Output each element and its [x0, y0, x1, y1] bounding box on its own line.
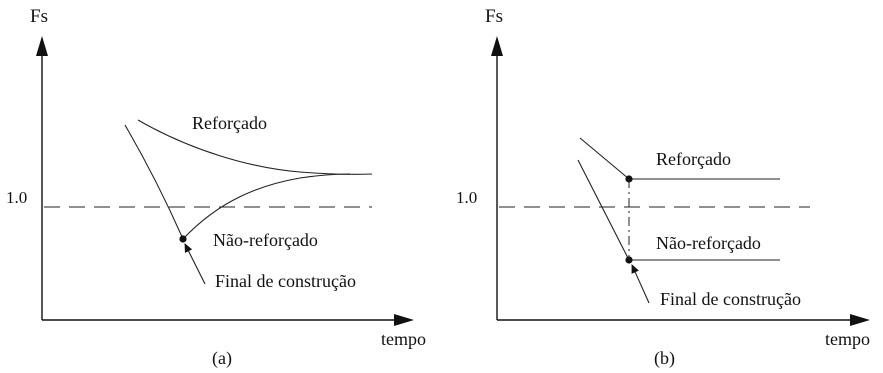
panel-b: Fs tempo 1.0 Reforçado Não-reforçado Fin… [456, 6, 870, 369]
panel-b-x-axis-arrow-icon [850, 314, 870, 326]
panel-a-end-of-construction-point [179, 235, 187, 243]
panel-b-reinforced-label: Reforçado [656, 149, 731, 169]
panel-b-caption: (b) [654, 348, 675, 369]
panel-a-end-of-construction-label: Final de construção [215, 271, 356, 291]
panel-b-unreinforced-decline [577, 159, 630, 261]
panel-a-reference-value: 1.0 [6, 188, 27, 207]
panel-a-caption: (a) [212, 348, 232, 369]
panel-b-x-axis-label: tempo [825, 329, 870, 349]
panel-a-y-axis-label: Fs [30, 6, 48, 27]
panel-a: Fs tempo 1.0 Reforçado Não-reforçado Fin… [6, 6, 426, 369]
panel-a-reinforced-label: Reforçado [192, 113, 267, 133]
panel-a-x-axis-arrow-icon [394, 314, 414, 326]
panel-a-y-axis-arrow-icon [36, 36, 48, 56]
panel-a-unreinforced-decline [124, 124, 184, 240]
panel-b-reference-value: 1.0 [456, 188, 477, 207]
panel-b-y-axis-arrow-icon [491, 36, 503, 56]
panel-b-end-of-construction-label: Final de construção [660, 289, 801, 309]
panel-a-end-of-construction-arrow [184, 243, 206, 285]
panel-b-y-axis-label: Fs [485, 6, 503, 27]
panel-a-unreinforced-label: Não-reforçado [213, 230, 318, 250]
panel-b-unreinforced-label: Não-reforçado [656, 233, 761, 253]
panel-b-end-of-construction-arrow [631, 264, 650, 304]
panel-b-reinforced-decline [579, 137, 630, 180]
panel-a-unreinforced-recovery [182, 173, 351, 240]
panel-a-x-axis-label: tempo [381, 329, 426, 349]
